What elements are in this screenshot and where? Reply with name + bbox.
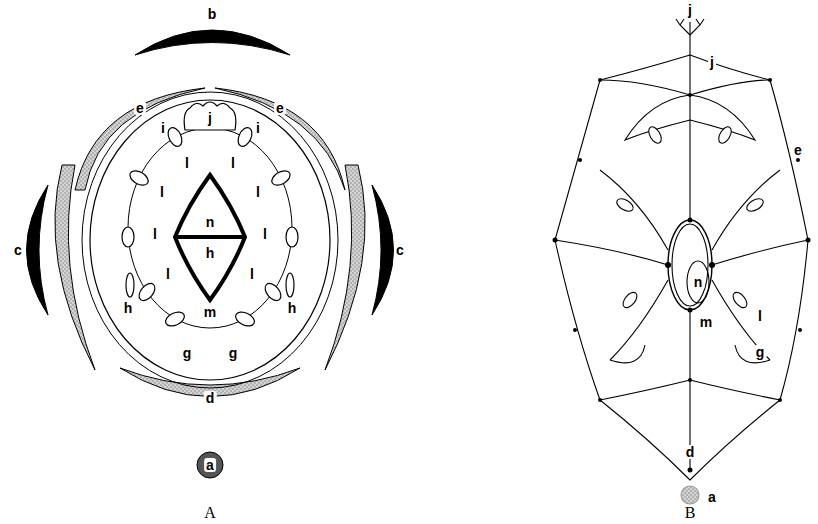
- part-letter: j: [206, 111, 214, 125]
- part-letter: l: [183, 156, 191, 170]
- part-letter: c: [12, 243, 24, 257]
- part-letter: l: [229, 156, 237, 170]
- part-letter: l: [151, 227, 159, 241]
- part-letter: l: [756, 309, 764, 323]
- part-letter: h: [286, 301, 299, 315]
- part-letter: b: [206, 7, 219, 21]
- part-letter: h: [122, 301, 135, 315]
- panel-letter: A: [202, 505, 218, 521]
- part-letter: a: [204, 458, 216, 472]
- part-letter: l: [158, 185, 166, 199]
- part-letter: e: [134, 101, 146, 115]
- part-letter: n: [204, 215, 217, 229]
- part-letter: m: [202, 305, 218, 319]
- part-letter: j: [686, 3, 694, 17]
- part-letter: g: [227, 346, 240, 360]
- part-letter: e: [792, 143, 804, 157]
- part-letter: a: [706, 490, 718, 504]
- part-letter: l: [164, 267, 172, 281]
- part-letter: d: [204, 391, 217, 405]
- part-letter: l: [254, 185, 262, 199]
- part-letter: d: [684, 445, 697, 459]
- part-letter: m: [698, 315, 714, 329]
- panel-letter: B: [683, 505, 698, 521]
- part-letter: g: [754, 345, 767, 359]
- part-letter: n: [692, 275, 705, 289]
- part-letter: g: [181, 346, 194, 360]
- diagram-b: [553, 19, 811, 504]
- diagram-a: [27, 30, 394, 478]
- part-letter: j: [708, 55, 716, 69]
- part-letter: l: [248, 267, 256, 281]
- part-letter: i: [159, 121, 167, 135]
- part-letter: c: [394, 243, 406, 257]
- part-letter: l: [261, 227, 269, 241]
- part-letter: h: [204, 246, 217, 260]
- part-letter: e: [274, 101, 286, 115]
- part-letter: i: [254, 121, 262, 135]
